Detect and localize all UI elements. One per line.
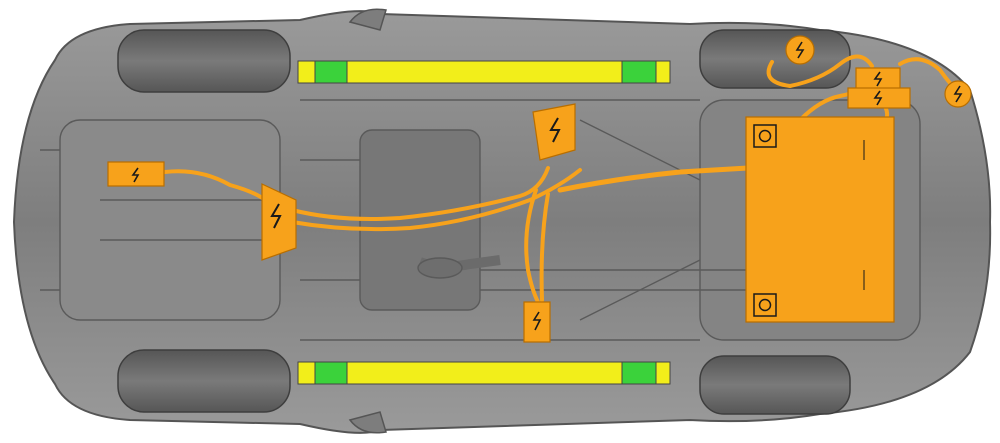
front-inverter [107, 161, 165, 187]
high-voltage-bolt-icon [532, 311, 542, 331]
junction-box [532, 103, 576, 161]
hv-components [107, 35, 972, 343]
front-right-tire [117, 349, 291, 413]
hv-cable-junction-to-mid-b [539, 192, 550, 302]
front-motor-unit [261, 183, 297, 261]
jack-point-top-front [314, 60, 348, 84]
jack-point-bottom-front [314, 361, 348, 385]
hv-cable-motor-to-junction-a [290, 166, 550, 221]
battery-terminal-icon [753, 124, 777, 148]
exhaust-canister [417, 257, 463, 279]
hv-cable-junction-to-mid [524, 188, 540, 304]
jack-point-bottom-rear [621, 361, 657, 385]
high-voltage-bolt-icon [795, 41, 805, 59]
rear-junction-upper [855, 67, 901, 91]
high-voltage-bolt-icon [953, 85, 963, 103]
high-voltage-bolt-icon [873, 90, 883, 106]
high-voltage-bolt-icon [131, 167, 140, 183]
right-mirror [348, 411, 387, 434]
front-subframe [59, 119, 281, 321]
hv-battery-pack [745, 116, 895, 323]
high-voltage-bolt-icon [549, 117, 561, 143]
sill-strip-bottom [297, 361, 671, 385]
front-left-tire [117, 29, 291, 93]
rear-connector-circle-right [944, 80, 972, 108]
hv-cable-front-to-motor [163, 169, 267, 202]
rear-junction-lower [847, 87, 911, 109]
high-voltage-bolt-icon [270, 203, 282, 229]
high-voltage-bolt-icon [873, 71, 883, 87]
hv-cable-motor-to-junction-b [290, 168, 582, 232]
rear-left-tire [699, 29, 851, 89]
jack-point-top-rear [621, 60, 657, 84]
left-mirror [348, 8, 387, 31]
mid-connector [523, 301, 551, 343]
hv-cable-rear-loop [766, 54, 874, 88]
sill-strip-top [297, 60, 671, 84]
hv-cable-junction-to-battery [557, 165, 751, 193]
battery-terminal-icon [753, 293, 777, 317]
rear-right-tire [699, 355, 851, 415]
sill-strips [297, 60, 671, 385]
rear-connector-circle [785, 35, 815, 65]
